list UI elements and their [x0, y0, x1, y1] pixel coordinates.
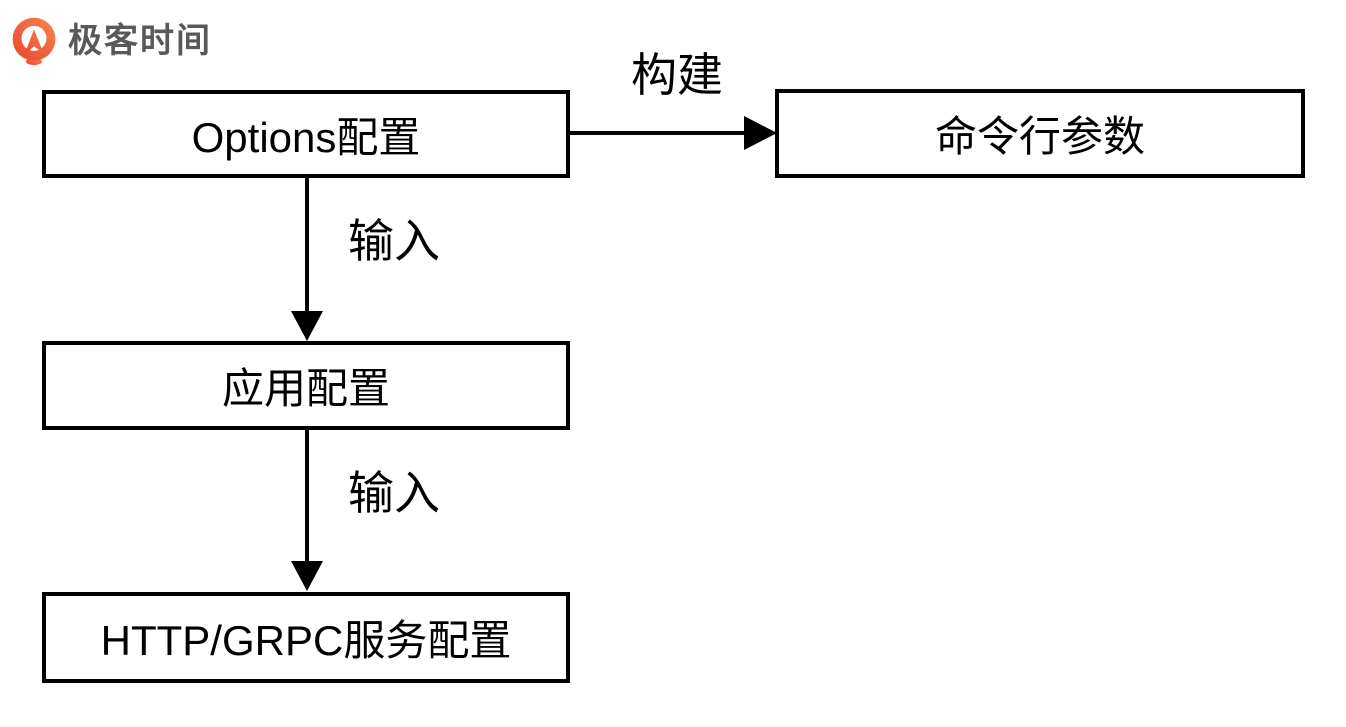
brand-logo: 极客时间	[8, 16, 212, 66]
brand-name: 极客时间	[68, 22, 212, 60]
edge-build-arrow	[570, 116, 777, 150]
node-app-config: 应用配置	[42, 341, 570, 430]
edge-label-build: 构建	[631, 49, 723, 101]
edge-label-input-2: 输入	[348, 467, 440, 519]
node-label: 应用配置	[221, 365, 390, 412]
geektime-logo-icon	[12, 17, 56, 66]
edge-label-input-1: 输入	[348, 215, 440, 267]
edge-input2-arrow	[291, 430, 323, 591]
node-cmdline-args: 命令行参数	[775, 89, 1305, 178]
edge-input1-arrow	[291, 178, 323, 341]
node-http-grpc-service-config: HTTP/GRPC服务配置	[42, 592, 570, 683]
node-label: 命令行参数	[934, 113, 1145, 160]
node-label: HTTP/GRPC服务配置	[100, 617, 512, 664]
node-label: Options配置	[191, 113, 421, 161]
node-options-config: Options配置	[42, 90, 570, 178]
